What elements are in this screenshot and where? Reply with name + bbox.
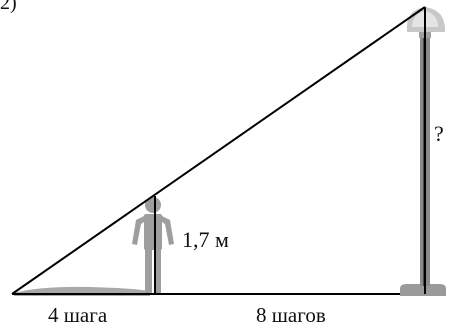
right-distance-label: 8 шагов: [256, 303, 326, 327]
person-left-leg: [145, 249, 152, 293]
person-right-leg: [154, 249, 161, 293]
person-figure: [132, 197, 174, 293]
lamp-base: [400, 280, 446, 296]
left-distance-label: 4 шага: [48, 303, 108, 327]
person-head: [145, 197, 161, 213]
person-left-arm: [132, 216, 144, 245]
person-right-arm: [162, 216, 174, 245]
light-ray-line: [11, 6, 426, 295]
person-height-label: 1,7 м: [182, 227, 229, 252]
unknown-height-label: ?: [434, 121, 444, 146]
person-torso: [144, 214, 162, 250]
street-lamp: [400, 7, 446, 296]
figure-number: 2): [0, 0, 17, 14]
